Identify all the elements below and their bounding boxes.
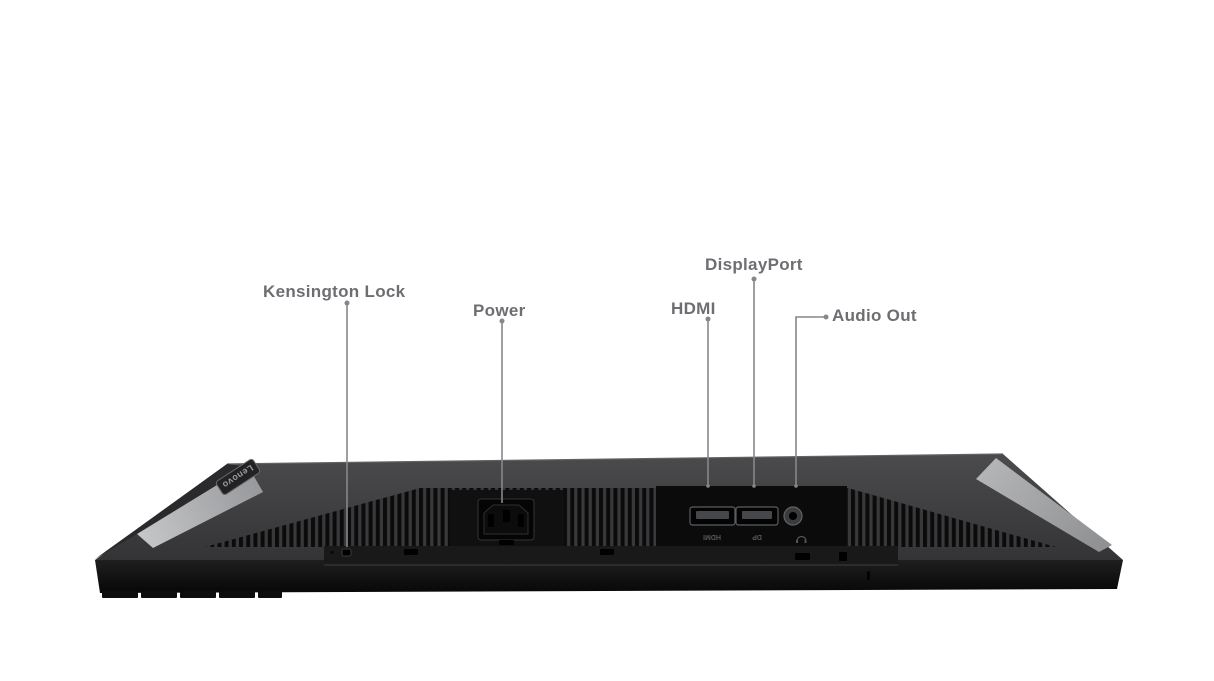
displayport-leader-line (751, 276, 757, 488)
hdmi-engraving: HDMI (703, 533, 721, 540)
displayport-port (735, 506, 779, 526)
power-leader-line (499, 318, 505, 503)
kensington-lock-slot (330, 548, 352, 557)
monitor-front-face (95, 560, 1123, 593)
displayport-label: DisplayPort (705, 255, 803, 274)
audio-jack (783, 506, 803, 526)
hdmi-leader-line (705, 316, 711, 488)
displayport-engraving: DP (752, 533, 762, 540)
right-corner-highlight (976, 458, 1112, 552)
kensington-leader-line (344, 300, 350, 547)
kensington-lock-label: Kensington Lock (263, 282, 406, 301)
power-inlet (450, 490, 564, 549)
power-label: Power (473, 301, 526, 320)
bottom-strip (324, 546, 898, 566)
io-port-panel: HDMI DP (656, 486, 847, 546)
left-corner-shade (95, 464, 248, 559)
audio-out-label: Audio Out (832, 306, 917, 325)
hdmi-label: HDMI (671, 299, 716, 318)
hdmi-port (689, 506, 736, 526)
top-edge-highlight (226, 453, 1004, 465)
headphones-icon (796, 535, 807, 543)
leader-lines (344, 276, 829, 547)
osd-buttons[interactable] (102, 591, 282, 598)
audio-leader-line (794, 314, 829, 488)
power-button[interactable] (867, 571, 870, 580)
